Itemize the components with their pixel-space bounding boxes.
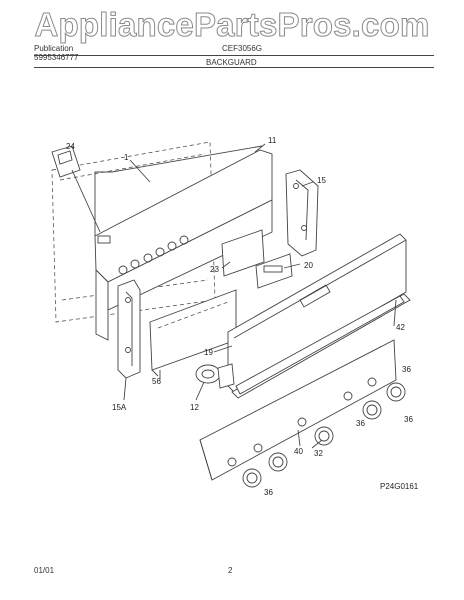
callout-36-c: 36 — [356, 419, 365, 428]
trim-strip — [235, 295, 405, 395]
callout-36-a: 36 — [402, 365, 411, 374]
callout-24: 24 — [66, 142, 75, 151]
callout-15a: 15A — [112, 403, 127, 412]
leader-lines — [123, 143, 397, 449]
callout-19: 19 — [204, 348, 213, 357]
backguard-housing — [94, 145, 273, 341]
callout-23: 23 — [210, 265, 219, 274]
callout-1: 1 — [124, 153, 129, 162]
header-rule-bottom — [34, 67, 434, 68]
callout-32: 32 — [314, 449, 323, 458]
model-number: CEF3056G — [222, 44, 263, 53]
callout-15: 15 — [317, 176, 326, 185]
footer-date: 01/01 — [34, 566, 55, 575]
manifold-panel — [199, 339, 397, 481]
thermostat — [195, 363, 235, 389]
page-number: 2 — [228, 566, 233, 575]
callout-42: 42 — [396, 323, 405, 332]
end-bracket-right — [285, 169, 319, 257]
end-bracket-left — [117, 279, 141, 379]
callout-56: 56 — [152, 377, 161, 386]
callout-36-d: 36 — [264, 488, 273, 497]
callout-20: 20 — [304, 261, 313, 270]
section-title: BACKGUARD — [206, 58, 257, 67]
clock-bracket — [221, 229, 293, 289]
control-knobs — [242, 382, 406, 488]
callout-11: 11 — [268, 136, 277, 145]
callout-36-b: 36 — [404, 415, 413, 424]
publication-label: Publication — [34, 44, 74, 53]
lower-panel — [149, 289, 237, 377]
header-rule-top — [34, 55, 434, 56]
watermark: AppliancePartsPros.com — [34, 6, 430, 44]
publication-number: 5995346777 — [34, 53, 79, 62]
figure-code: P24G0161 — [380, 482, 419, 491]
callout-40: 40 — [294, 447, 303, 456]
switch-part — [51, 145, 101, 233]
callout-12: 12 — [190, 403, 199, 412]
